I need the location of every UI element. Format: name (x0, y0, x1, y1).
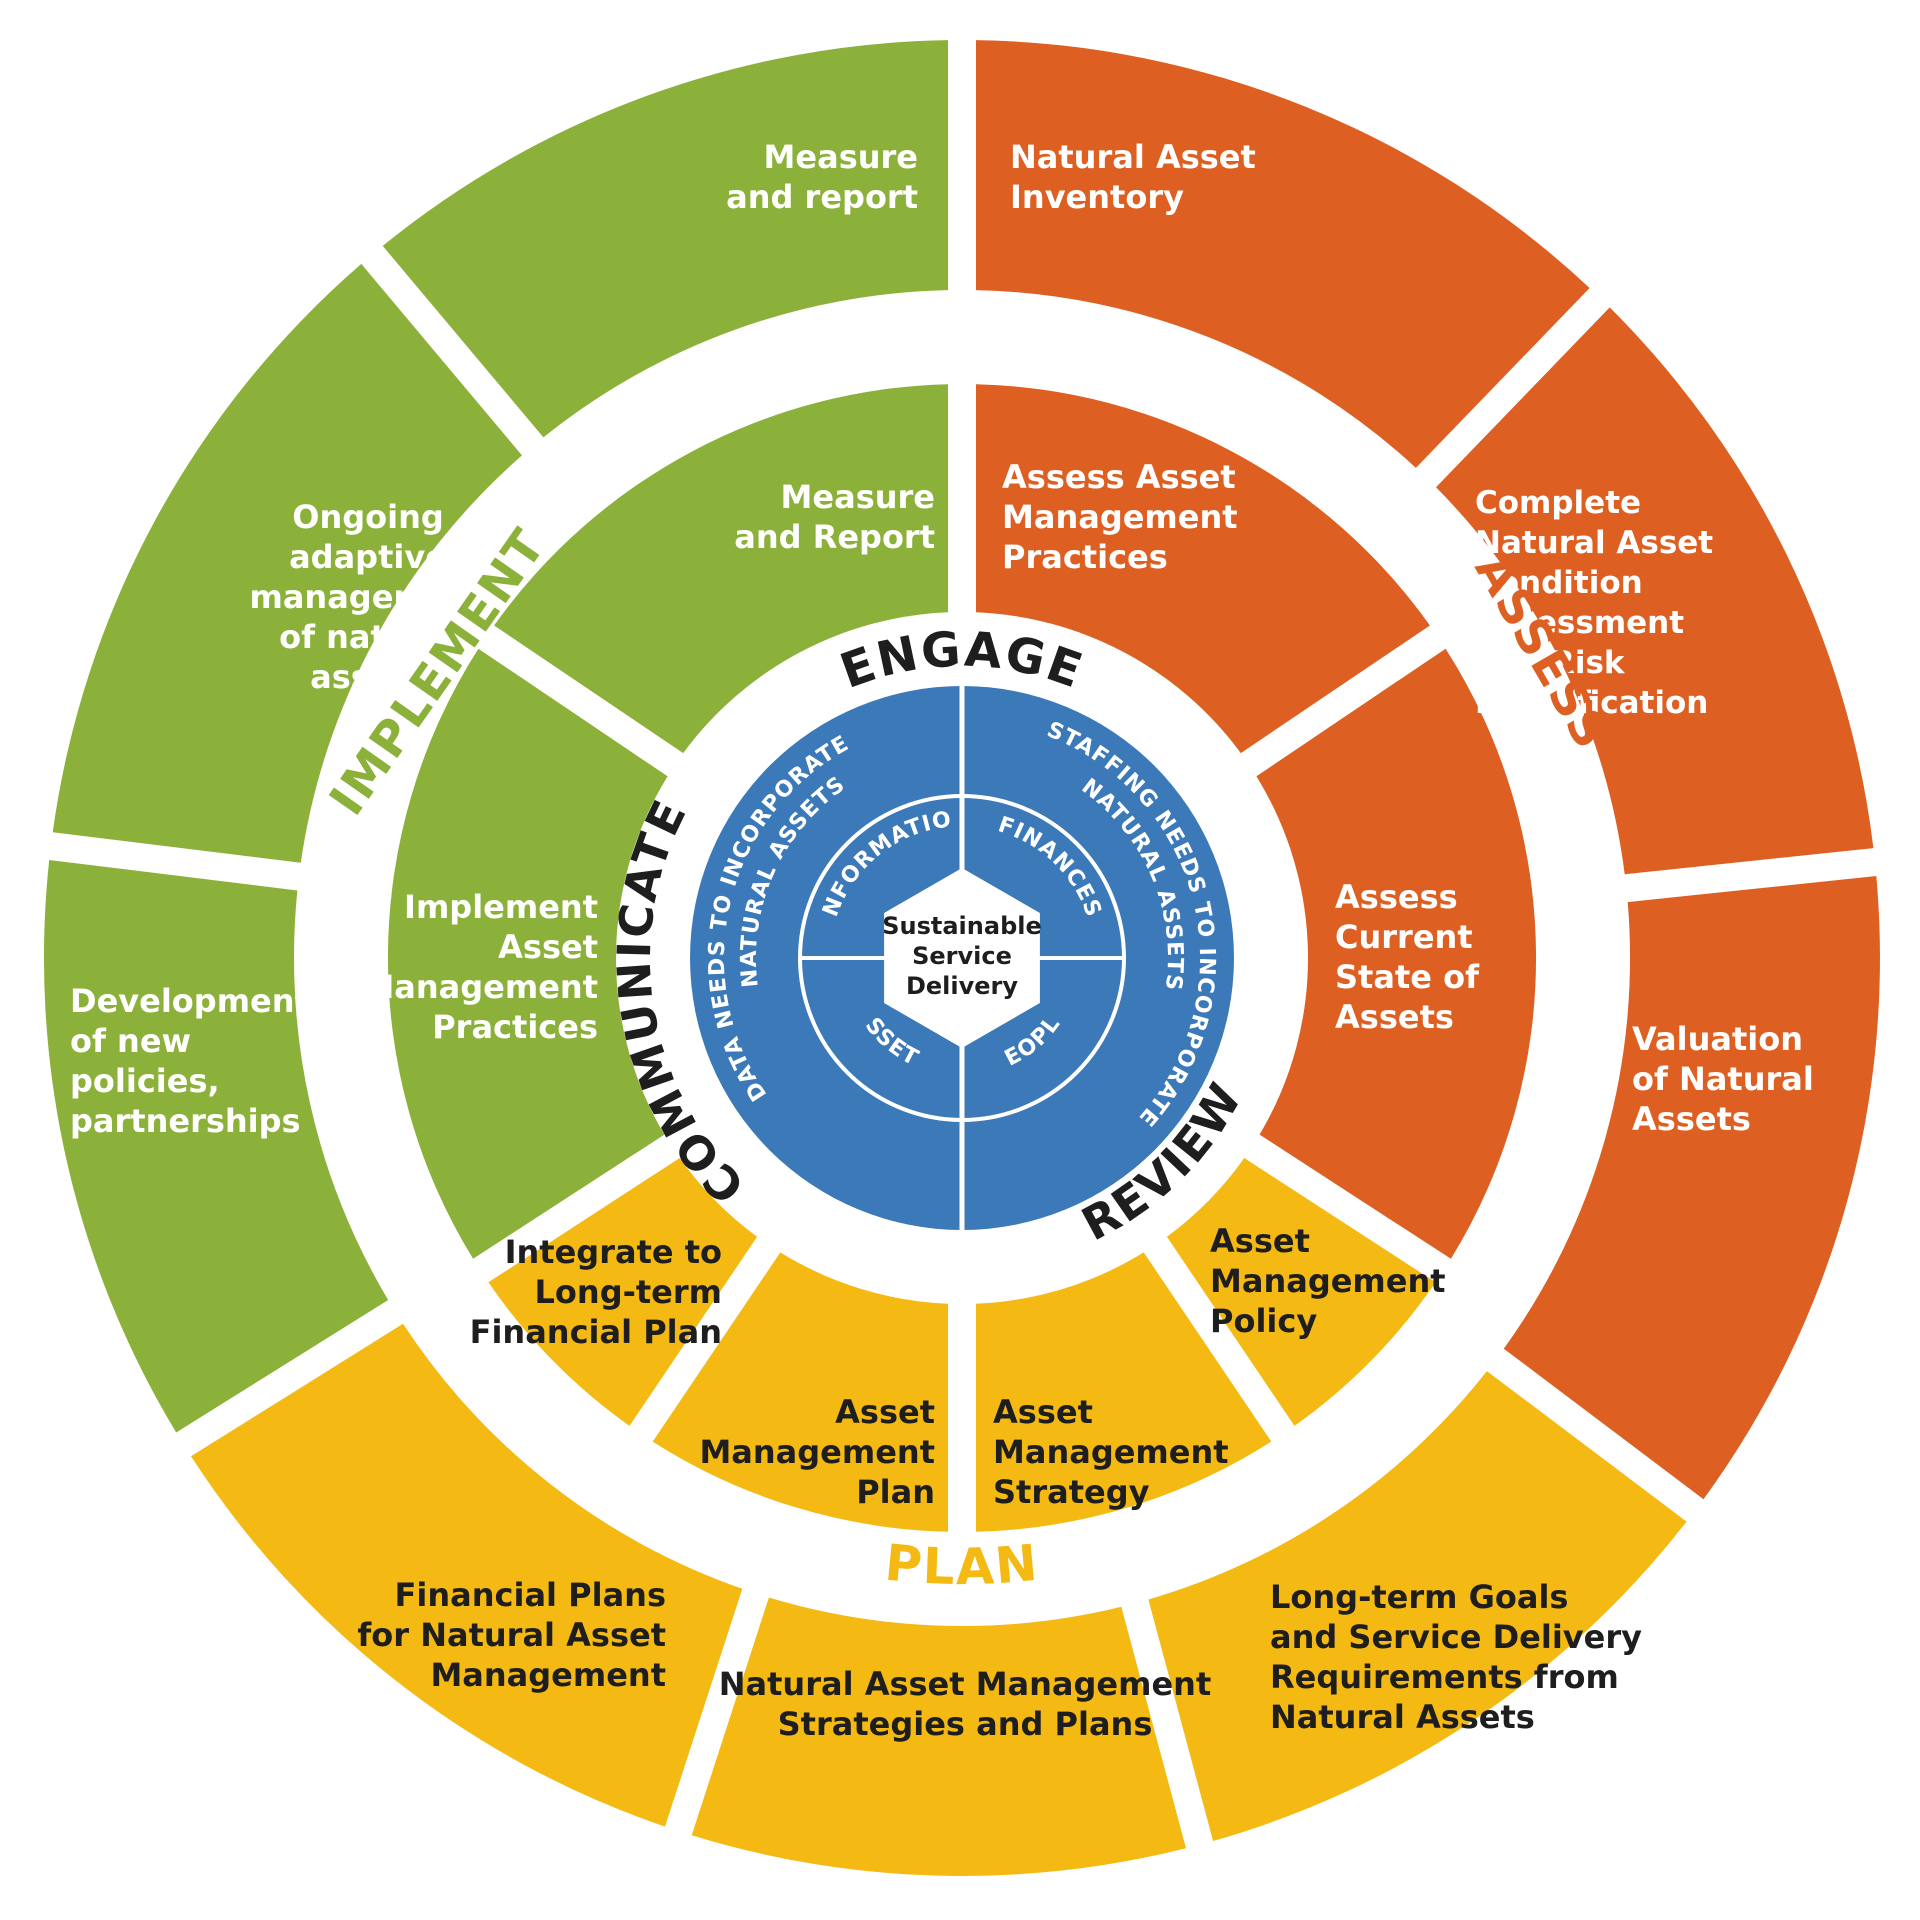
outer-segment-inventory (976, 40, 1590, 468)
outer-segment-valuation (1503, 876, 1880, 1500)
outer-segment-goals (1148, 1371, 1687, 1841)
outer-segment-strategies (691, 1597, 1186, 1876)
inner-segment-integrate (488, 1158, 758, 1426)
center-hexagon (884, 868, 1040, 1048)
inner-segment-measure (494, 384, 948, 754)
wheel-segments (43, 40, 1880, 1876)
inner-segment-amp (652, 1252, 948, 1532)
outer-segment-adaptive (52, 263, 522, 863)
inner-segment-current-state (1256, 648, 1537, 1259)
outer-segment-policies (43, 860, 389, 1433)
outer-segment-financial (191, 1323, 743, 1827)
inner-segment-implement-practices (387, 648, 668, 1259)
outer-segment-condition (1436, 307, 1874, 875)
inner-segment-policy (1166, 1158, 1436, 1426)
outer-segment-measure (382, 40, 948, 438)
inner-segment-assess-practices (976, 384, 1430, 754)
inner-segment-strategy (976, 1252, 1272, 1532)
phase-plan: PLAN (882, 1534, 1041, 1597)
